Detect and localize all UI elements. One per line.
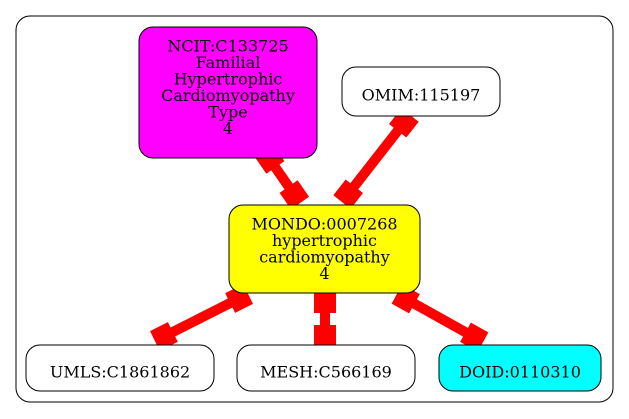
node-label-line: Cardiomyopathy [161, 86, 295, 105]
node-label-line: Hypertrophic [174, 70, 283, 89]
edge-mondo-doid [391, 284, 489, 352]
node-box [25, 344, 215, 392]
node-label-line: cardiomyopathy [259, 248, 390, 267]
node-label-line: UMLS:C1861862 [50, 363, 190, 382]
edge-head-marker [460, 322, 489, 352]
edge-head-marker [314, 325, 336, 345]
node-label-line: Type [208, 103, 247, 122]
node-box [341, 66, 501, 117]
node-label-line: 4 [319, 264, 329, 283]
node-label-line: 4 [223, 119, 233, 138]
node-box [228, 204, 421, 294]
node-box [438, 344, 602, 392]
edge-omim-mondo [333, 108, 419, 209]
edge-head-marker [279, 180, 310, 210]
edge-mondo-umls [150, 284, 253, 351]
node-label-line: OMIM:115197 [362, 86, 481, 105]
node-doid[interactable]: DOID:0110310 [438, 344, 602, 392]
node-umls[interactable]: UMLS:C1861862 [25, 344, 215, 392]
node-label-line: DOID:0110310 [459, 363, 581, 382]
edge-head-marker [333, 179, 363, 209]
node-label-line: MONDO:0007268 [251, 215, 397, 234]
edge-mondo-mesh [314, 293, 336, 345]
cluster-border [15, 15, 614, 403]
node-ncit[interactable]: NCIT:C133725FamilialHypertrophicCardiomy… [138, 26, 318, 159]
node-label-line: MESH:C566169 [260, 363, 392, 382]
node-label-line: Familial [196, 53, 261, 72]
node-label-line: NCIT:C133725 [167, 37, 288, 56]
node-omim[interactable]: OMIM:115197 [341, 66, 501, 117]
node-mesh[interactable]: MESH:C566169 [236, 344, 416, 392]
nodes-layer: NCIT:C133725FamilialHypertrophicCardiomy… [25, 26, 602, 392]
edge-tail-marker [314, 293, 336, 313]
node-label-line: hypertrophic [272, 231, 377, 250]
node-box [138, 26, 318, 159]
node-box [236, 344, 416, 392]
edge-head-marker [150, 322, 178, 351]
